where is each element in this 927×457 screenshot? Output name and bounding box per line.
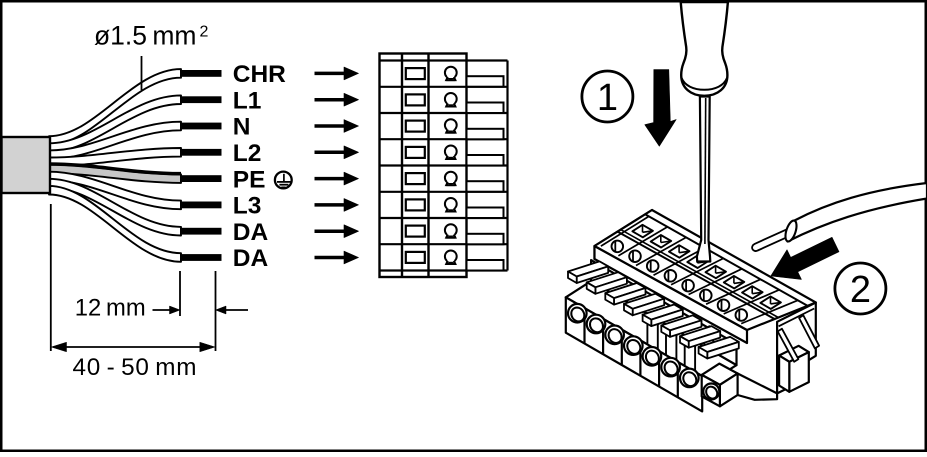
svg-text:DA: DA	[233, 219, 269, 246]
svg-text:L2: L2	[233, 140, 262, 167]
svg-text:2: 2	[850, 269, 871, 311]
svg-text:L1: L1	[233, 87, 262, 114]
svg-text:DA: DA	[233, 245, 269, 272]
svg-text:CHR: CHR	[233, 61, 286, 88]
svg-text:2: 2	[200, 23, 209, 40]
svg-text:40 - 50 mm: 40 - 50 mm	[73, 354, 198, 381]
svg-text:ø1.5 mm: ø1.5 mm	[94, 21, 196, 51]
svg-text:L3: L3	[233, 193, 262, 220]
svg-text:1: 1	[597, 77, 618, 119]
svg-text:12 mm: 12 mm	[75, 294, 146, 321]
svg-text:PE: PE	[233, 166, 266, 193]
svg-text:N: N	[233, 114, 251, 141]
